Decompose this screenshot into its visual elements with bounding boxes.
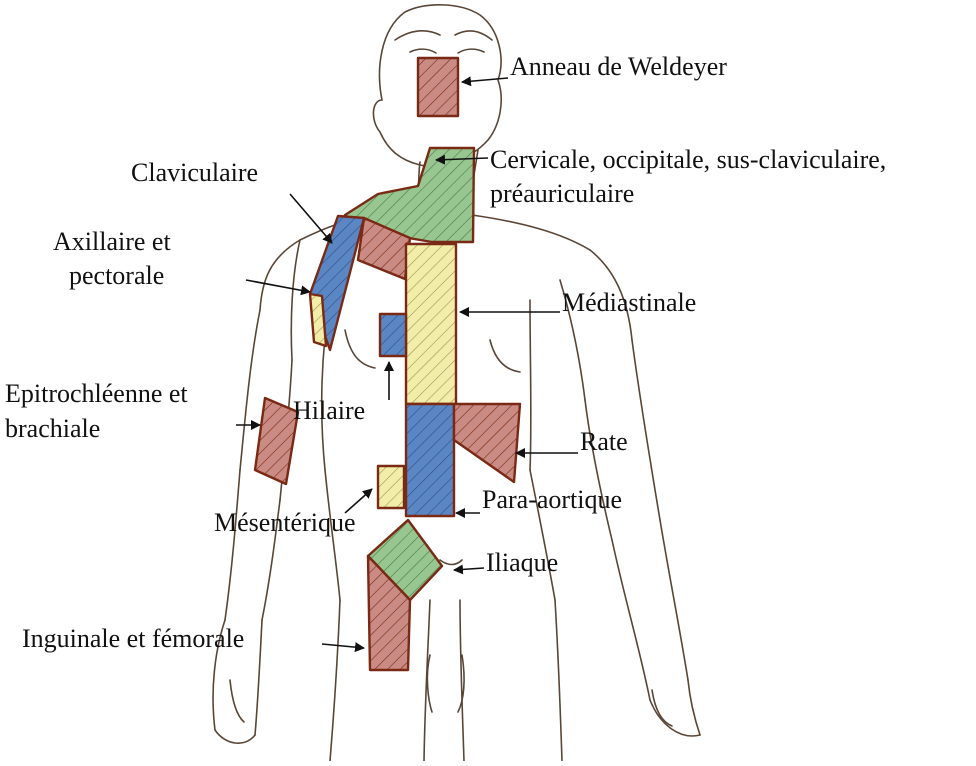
region-epitrochleenne (255, 398, 298, 484)
label-mediastinale: Médiastinale (562, 288, 696, 318)
arrow-inguinale (322, 644, 364, 648)
label-hilaire: Hilaire (293, 396, 365, 426)
label-axillaire-line2: pectorale (69, 261, 164, 291)
label-axillaire-line1: Axillaire et (53, 227, 171, 257)
label-claviculaire: Claviculaire (131, 158, 258, 188)
region-rate (454, 404, 520, 482)
region-weldeyer (418, 58, 458, 116)
label-cervicale-line1: Cervicale, occipitale, sus-claviculaire, (490, 145, 886, 175)
region-axillaire (310, 294, 326, 346)
arrow-weldeyer (462, 78, 508, 82)
region-para-aortique (406, 404, 454, 516)
lymph-regions (255, 58, 520, 670)
label-cervicale-line2: préauriculaire (490, 179, 634, 209)
label-inguinale: Inguinale et fémorale (22, 624, 244, 654)
label-epitrochleenne-line1: Epitrochléenne et (5, 379, 188, 409)
label-epitrochleenne-line2: brachiale (5, 414, 100, 444)
label-para-aortique: Para-aortique (482, 485, 622, 515)
arrow-iliaque (454, 568, 484, 570)
label-mesenterique: Mésentérique (214, 508, 356, 538)
region-mediastinale (406, 244, 456, 404)
label-rate: Rate (580, 427, 628, 457)
arrow-claviculaire (290, 194, 332, 243)
region-mesenterique (378, 466, 404, 508)
label-iliaque: Iliaque (486, 548, 558, 578)
label-weldeyer: Anneau de Weldeyer (510, 52, 727, 82)
arrow-axillaire (246, 280, 310, 292)
region-hilaire (380, 314, 406, 356)
